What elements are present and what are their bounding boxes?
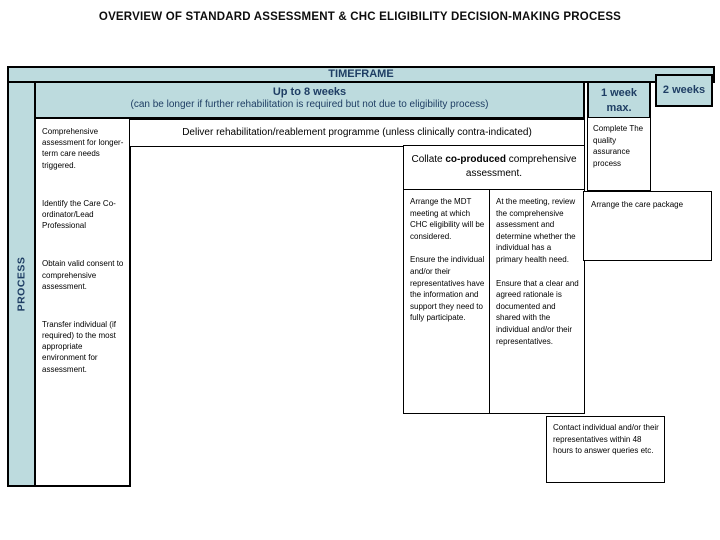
quality-assurance-box: Complete The quality assurance process [587, 117, 651, 191]
process-label: PROCESS [15, 256, 28, 312]
mdt-paragraph: Ensure the individual and/or their repre… [410, 255, 485, 323]
step-item: Obtain valid consent to comprehensive as… [42, 259, 124, 291]
collate-assessment-box: Collate co-produced comprehensive assess… [403, 145, 585, 191]
process-steps-box: Comprehensive assessment for longer-term… [34, 117, 131, 487]
mdt-paragraph: Arrange the MDT meeting at which CHC eli… [410, 197, 485, 241]
meeting-review-box: At the meeting, review the comprehensive… [489, 189, 585, 414]
timeframe-main-cell: Up to 8 weeks (can be longer if further … [34, 81, 585, 119]
step-item: Identify the Care Co-ordinator/Lead Prof… [42, 198, 116, 231]
step-item: Comprehensive assessment for longer-term… [42, 127, 124, 170]
collate-text-prefix: Collate [411, 154, 446, 165]
care-package-box: Arrange the care package [583, 191, 712, 261]
collate-text-suffix: comprehensive assessment. [465, 154, 577, 179]
collate-text-bold: co-produced [445, 154, 506, 165]
step-item: Transfer individual (if required) to the… [42, 319, 116, 374]
timeframe-main-title: Up to 8 weeks [272, 86, 347, 98]
timeframe-2weeks-cell: 2 weeks [655, 74, 713, 107]
contact-individual-box: Contact individual and/or their represen… [546, 416, 665, 483]
meeting-paragraph: At the meeting, review the comprehensive… [496, 197, 576, 264]
meeting-paragraph: Ensure that a clear and agreed rationale… [496, 278, 579, 346]
arrange-mdt-box: Arrange the MDT meeting at which CHC eli… [403, 189, 491, 414]
timeframe-1week-cell: 1 week max. [587, 81, 651, 119]
deliver-rehabilitation-box: Deliver rehabilitation/reablement progra… [129, 119, 585, 147]
process-column: PROCESS [7, 81, 36, 487]
page-title: OVERVIEW OF STANDARD ASSESSMENT & CHC EL… [98, 11, 622, 23]
timeframe-main-subtitle: (can be longer if further rehabilitation… [130, 99, 489, 110]
